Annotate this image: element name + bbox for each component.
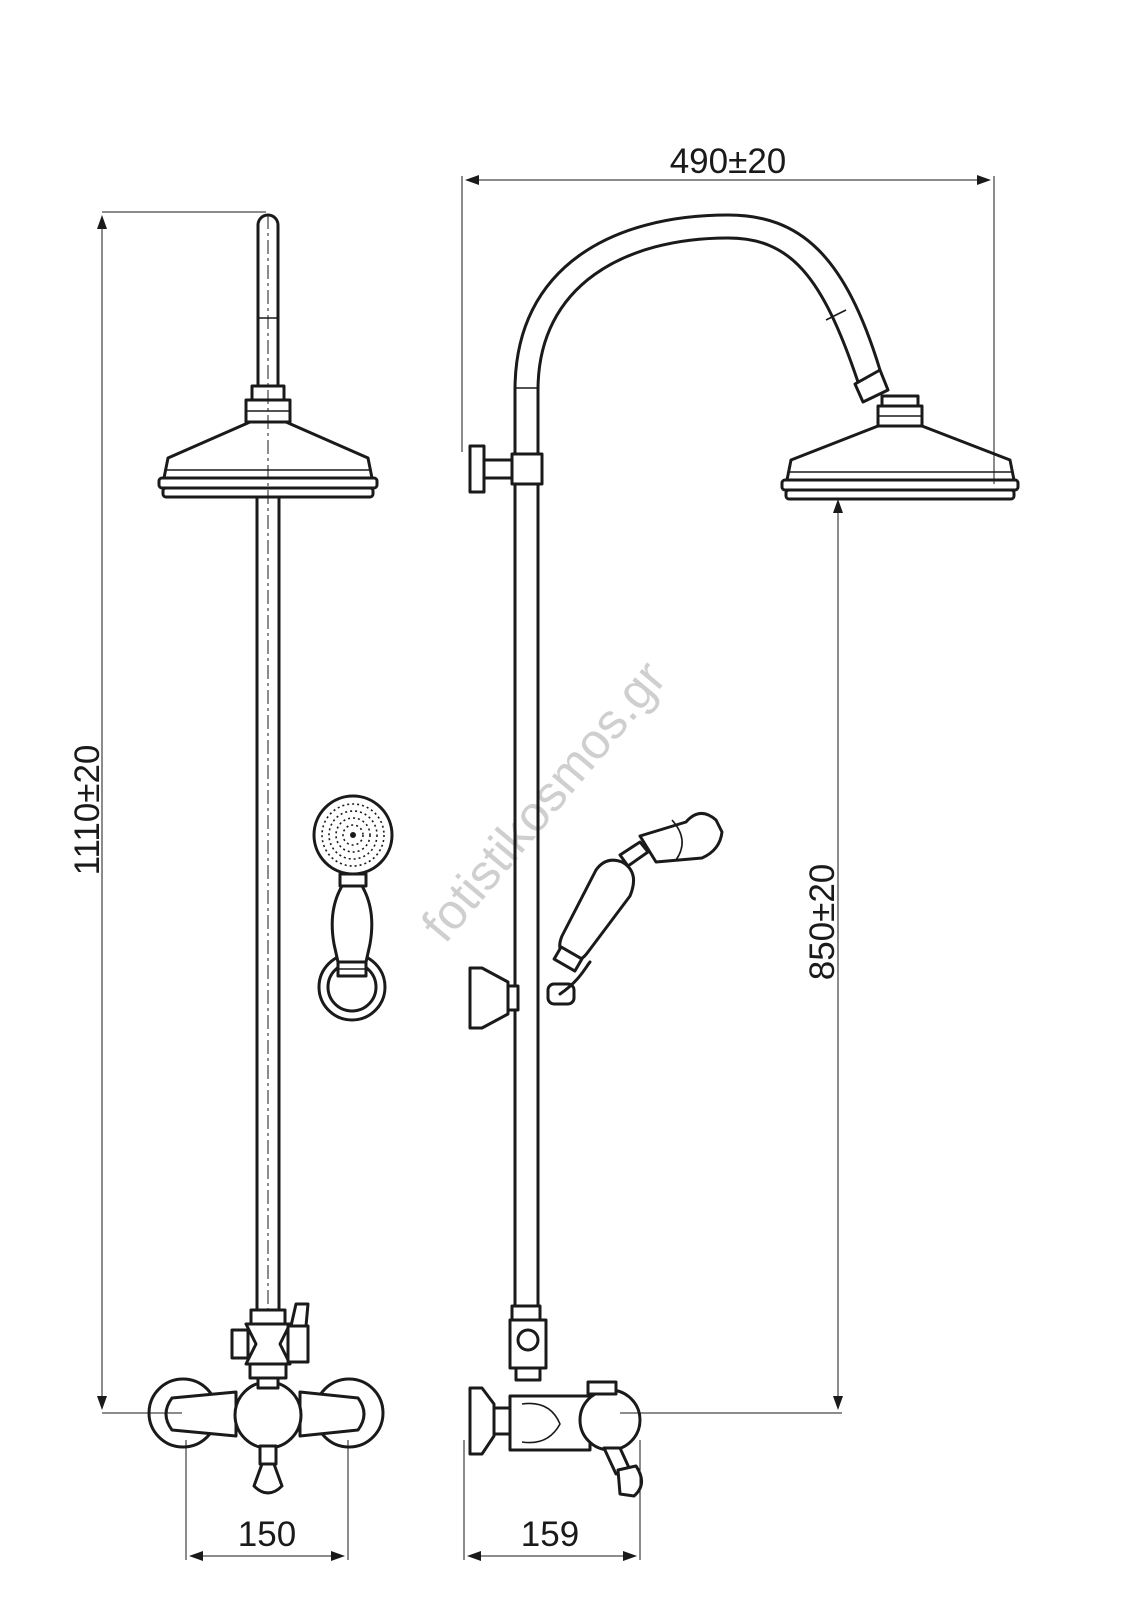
watermark: fotistikosmos.gr	[411, 650, 677, 952]
hand-shower-side	[552, 812, 724, 996]
dim-label-arm-width: 490±20	[670, 142, 787, 181]
side-view	[468, 213, 1020, 1498]
dim-label-mixer-depth: 159	[521, 1515, 579, 1554]
dim-label-mixer-width: 150	[238, 1515, 296, 1554]
dim-label-head-height: 850±20	[803, 864, 842, 981]
dimension-mixer-depth: 159	[463, 1440, 641, 1561]
front-view	[147, 213, 385, 1495]
dimension-arm-width: 490±20	[461, 142, 995, 484]
hand-shower-front	[312, 794, 394, 1022]
dimension-mixer-width: 150	[185, 1440, 349, 1561]
dimension-total-height: 1110±20	[68, 211, 266, 1414]
dim-label-total-height: 1110±20	[68, 745, 107, 876]
dimension-head-height: 850±20	[620, 499, 843, 1414]
